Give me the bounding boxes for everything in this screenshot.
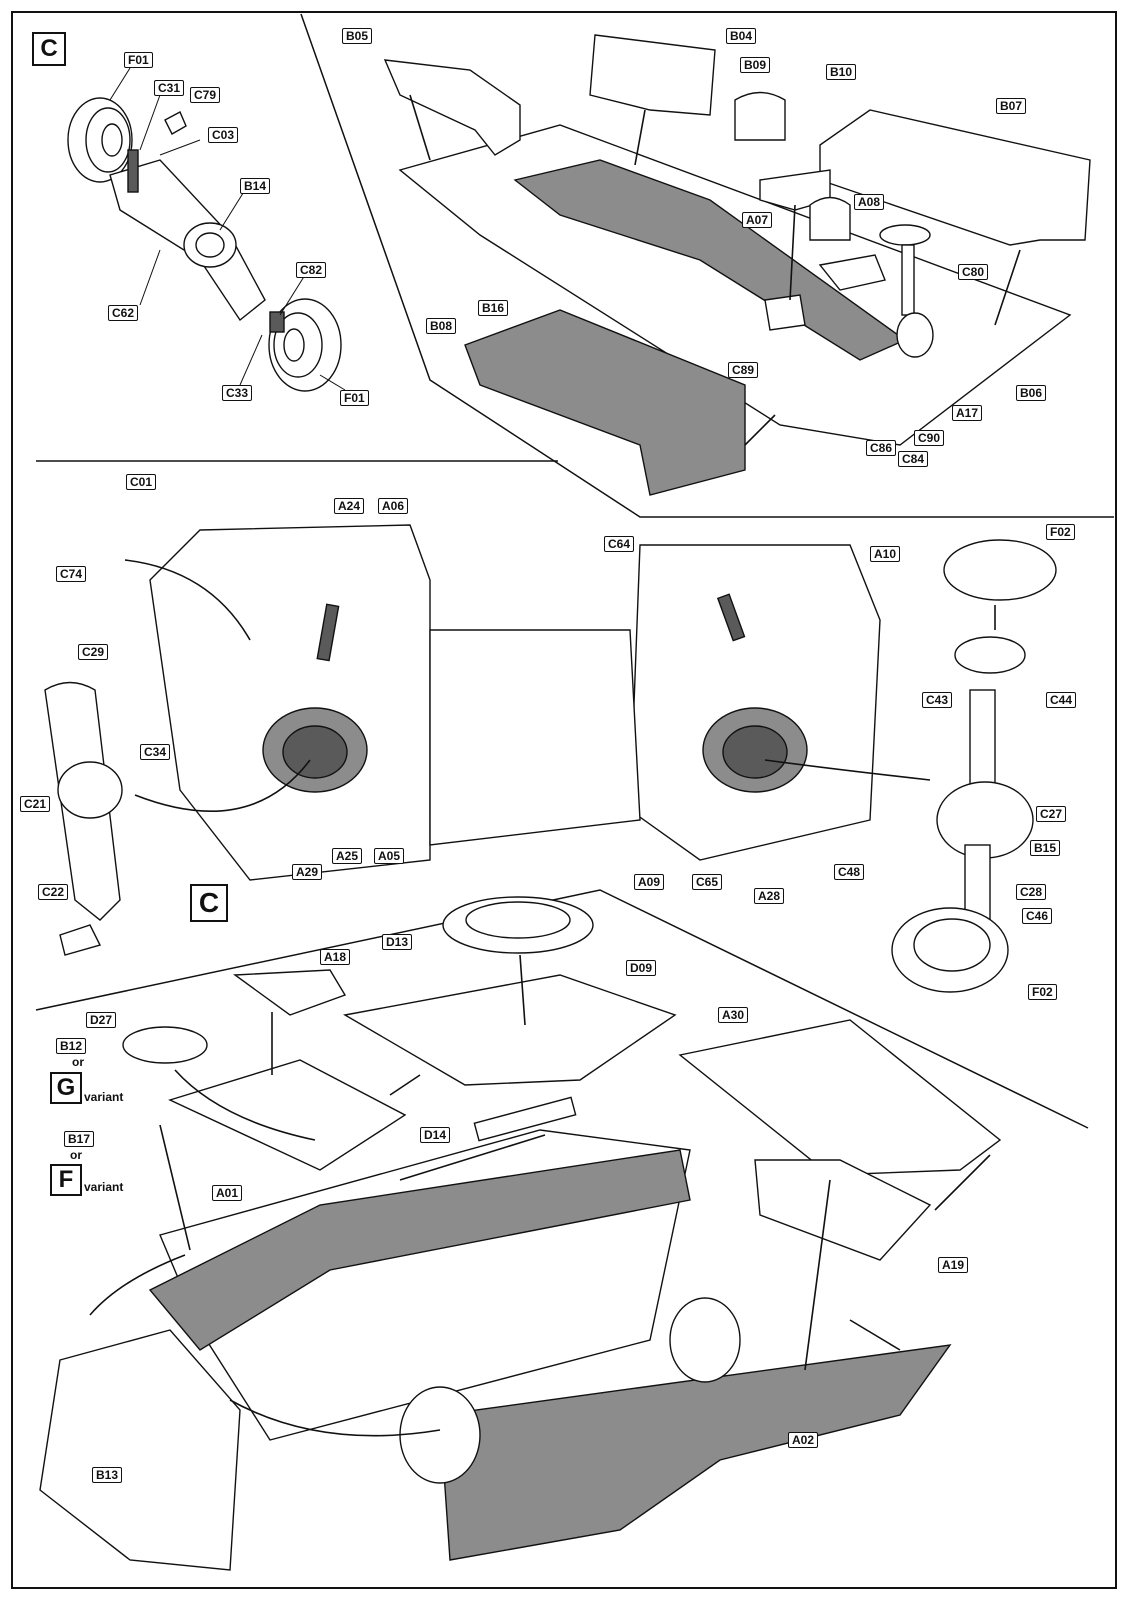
part-label: B13 [92,1467,123,1483]
part-label: A25 [332,848,363,864]
part-label: A29 [292,864,323,880]
assembly-ref-box: C [190,884,228,922]
panel-dividers [35,13,1114,1129]
part-label: C46 [1022,908,1053,924]
part-label: C62 [108,305,139,321]
part-label: C29 [78,644,109,660]
part-label: B09 [740,57,771,73]
part-label: B08 [426,318,457,334]
body-assembly [39,896,1002,1571]
part-label: A06 [378,498,409,514]
part-label: C84 [898,451,929,467]
part-label: C48 [834,864,865,880]
part-label: A01 [212,1185,243,1201]
part-label: C86 [866,440,897,456]
part-label: C65 [692,874,723,890]
part-label: D27 [86,1012,117,1028]
part-label: D14 [420,1127,451,1143]
part-label: B10 [826,64,857,80]
part-label: C90 [914,430,945,446]
part-label: B07 [996,98,1027,114]
part-label: A07 [742,212,773,228]
hull-arrows [124,559,996,812]
part-label: C82 [296,262,327,278]
variant-f-box: F [50,1164,82,1196]
part-label: B17 [64,1131,95,1147]
part-label: A08 [854,194,885,210]
interior-floor [383,34,1091,496]
part-label: A05 [374,848,405,864]
part-label: C28 [1016,884,1047,900]
hull-halves [149,524,881,881]
variant-g-word: variant [84,1090,124,1104]
part-label: C79 [190,87,221,103]
variant-or-1: or [72,1055,84,1069]
part-label: C43 [922,692,953,708]
part-label: C33 [222,385,253,401]
axle-assembly [67,97,342,392]
part-label: B15 [1030,840,1061,856]
part-label: A30 [718,1007,749,1023]
part-label: D09 [626,960,657,976]
part-label: A19 [938,1257,969,1273]
part-label: C21 [20,796,51,812]
body-arrows [89,954,991,1437]
axle-leaders [109,67,346,391]
part-label: B05 [342,28,373,44]
part-label: C34 [140,744,171,760]
part-label: C89 [728,362,759,378]
part-label: B16 [478,300,509,316]
step-marker: C [32,32,66,66]
part-label: C31 [154,80,185,96]
variant-f-word: variant [84,1180,124,1194]
part-label: F02 [1028,984,1057,1000]
part-label: B04 [726,28,757,44]
part-label: C03 [208,127,239,143]
part-label: F01 [124,52,153,68]
part-label: A09 [634,874,665,890]
variant-or-2: or [70,1148,82,1162]
front-axle-left [44,681,123,956]
part-label: A18 [320,949,351,965]
part-label: B12 [56,1038,87,1054]
part-label: A28 [754,888,785,904]
part-label: B14 [240,178,271,194]
part-label: A24 [334,498,365,514]
part-label: D13 [382,934,413,950]
part-label: F01 [340,390,369,406]
part-label: A17 [952,405,983,421]
page-frame [11,11,1117,1589]
part-label: A10 [870,546,901,562]
part-label: C01 [126,474,157,490]
part-label: A02 [788,1432,819,1448]
rear-axle-right [891,539,1057,993]
part-label: C64 [604,536,635,552]
part-label: C74 [56,566,87,582]
variant-g-box: G [50,1072,82,1104]
interior-arrows [409,94,1021,446]
part-label: F02 [1046,524,1075,540]
part-label: C27 [1036,806,1067,822]
part-label: C22 [38,884,69,900]
part-label: C80 [958,264,989,280]
part-label: C44 [1046,692,1077,708]
part-label: B06 [1016,385,1047,401]
